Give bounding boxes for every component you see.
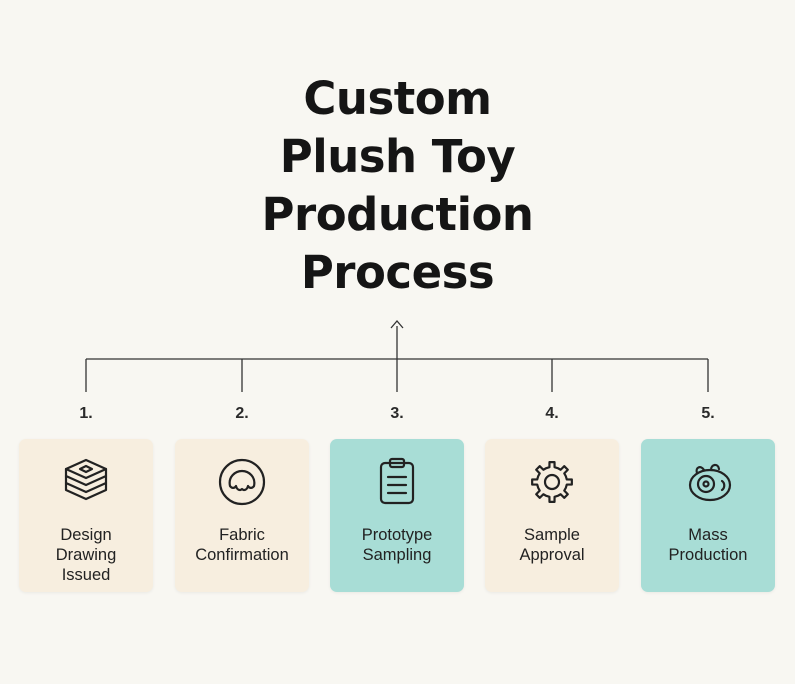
step-card-prototype-sampling: Prototype Sampling <box>330 439 464 592</box>
title-line: Plush Toy <box>279 130 516 183</box>
step-label: Mass Production <box>668 526 748 564</box>
step-number: 3. <box>390 405 404 422</box>
title-line: Process <box>300 246 495 299</box>
step-number: 1. <box>79 405 93 422</box>
step-label: Prototype Sampling <box>361 526 433 564</box>
step-number: 5. <box>701 405 715 422</box>
step-card-design-drawing: Design Drawing Issued <box>19 439 153 592</box>
step-label: Design Drawing Issued <box>55 526 117 584</box>
step-card-mass-production: Mass Production <box>641 439 775 592</box>
page-title: Custom Plush Toy Production Process <box>0 70 795 302</box>
title-line: Production <box>261 188 534 241</box>
plush-toy-icon <box>688 463 732 502</box>
clipboard-icon <box>379 457 415 505</box>
step-card-fabric-confirmation: Fabric Confirmation <box>175 439 309 592</box>
step-label: Fabric Confirmation <box>195 526 289 564</box>
title-line: Custom <box>303 72 492 125</box>
fabric-swatch-icon <box>218 458 266 506</box>
step-card-sample-approval: Sample Approval <box>485 439 619 592</box>
step-label: Sample Approval <box>519 526 585 564</box>
step-number: 2. <box>235 405 249 422</box>
arrow-up-icon <box>390 320 404 329</box>
step-number: 4. <box>545 405 559 422</box>
gear-icon <box>531 461 573 503</box>
layers-icon <box>64 458 108 501</box>
